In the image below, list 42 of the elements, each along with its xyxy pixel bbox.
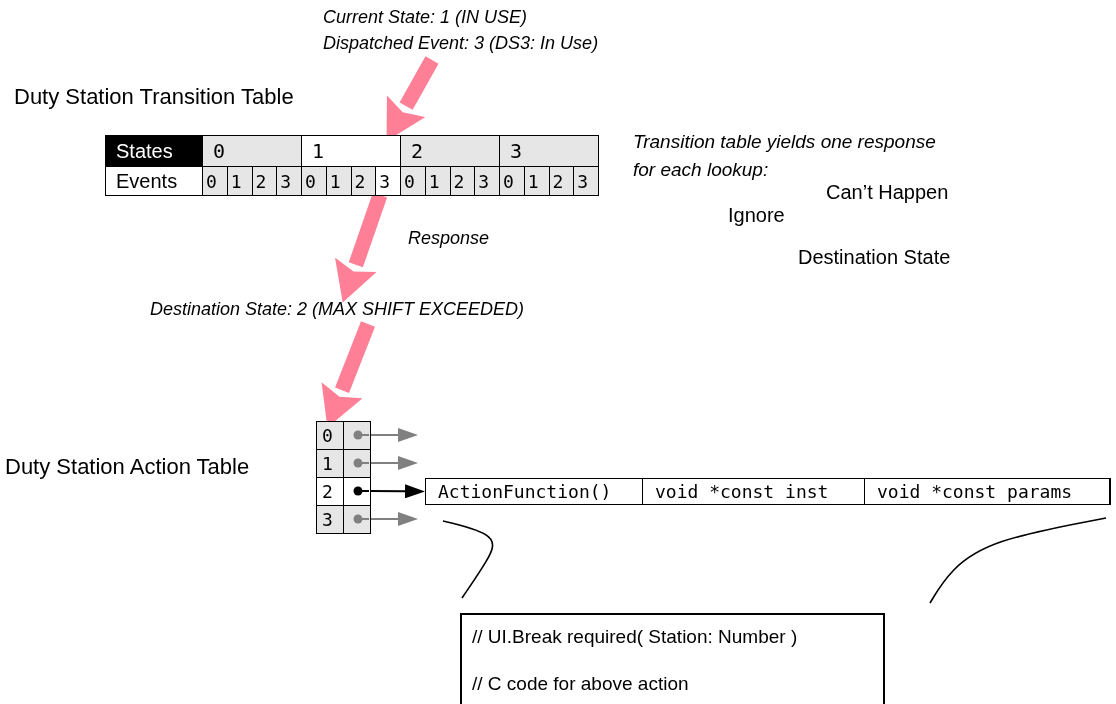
event-cell: 0 bbox=[499, 166, 525, 196]
event-cell: 3 bbox=[573, 166, 599, 196]
event-cell: 0 bbox=[301, 166, 327, 196]
record-box bbox=[425, 478, 1110, 505]
event-cell: 1 bbox=[226, 166, 253, 196]
event-cell: 3 bbox=[276, 166, 302, 196]
note-text: Can’t Happen bbox=[826, 180, 949, 204]
arrow bbox=[369, 456, 418, 470]
note-text: Ignore bbox=[728, 203, 785, 227]
table-title: Duty Station Transition Table bbox=[14, 84, 294, 111]
event-cell: 2 bbox=[548, 166, 575, 196]
state-cell: 0 bbox=[202, 135, 302, 167]
event-cell: 0 bbox=[400, 166, 426, 196]
action-table bbox=[316, 421, 370, 533]
arrow bbox=[369, 428, 418, 442]
event-cell: 0 bbox=[202, 166, 228, 196]
arrow bbox=[369, 512, 418, 526]
row-header: States bbox=[105, 135, 203, 167]
event-cell: 1 bbox=[523, 166, 550, 196]
transition-table bbox=[105, 135, 598, 195]
event-cell: 2 bbox=[350, 166, 377, 196]
code-box bbox=[460, 613, 885, 704]
edge-label: Response bbox=[406, 228, 492, 249]
table-title: Duty Station Action Table bbox=[5, 454, 250, 481]
arrow bbox=[369, 484, 425, 499]
event-cell: 2 bbox=[449, 166, 476, 196]
event-cell: 1 bbox=[325, 166, 352, 196]
annotation-text: Destination State: 2 (MAX SHIFT EXCEEDED) bbox=[150, 298, 525, 321]
note-text: Transition table yields one response for each lookup: bbox=[633, 130, 937, 182]
event-cell: 1 bbox=[424, 166, 451, 196]
code-comment: // UI.Break required( Station: Number ) bbox=[472, 625, 798, 649]
state-cell: 2 bbox=[400, 135, 500, 167]
note-text: Destination State bbox=[798, 245, 951, 269]
event-cell: 3 bbox=[474, 166, 500, 196]
index-cell: 3 bbox=[316, 505, 344, 534]
index-cell: 1 bbox=[316, 449, 344, 478]
code-comment: // C code for above action bbox=[472, 672, 689, 696]
annotation-text: Current State: 1 (IN USE) bbox=[323, 6, 528, 29]
annotation-text: Dispatched Event: 3 (DS3: In Use) bbox=[323, 32, 599, 55]
index-cell: 0 bbox=[316, 421, 344, 450]
event-cell: 2 bbox=[251, 166, 278, 196]
state-cell: 3 bbox=[499, 135, 599, 167]
